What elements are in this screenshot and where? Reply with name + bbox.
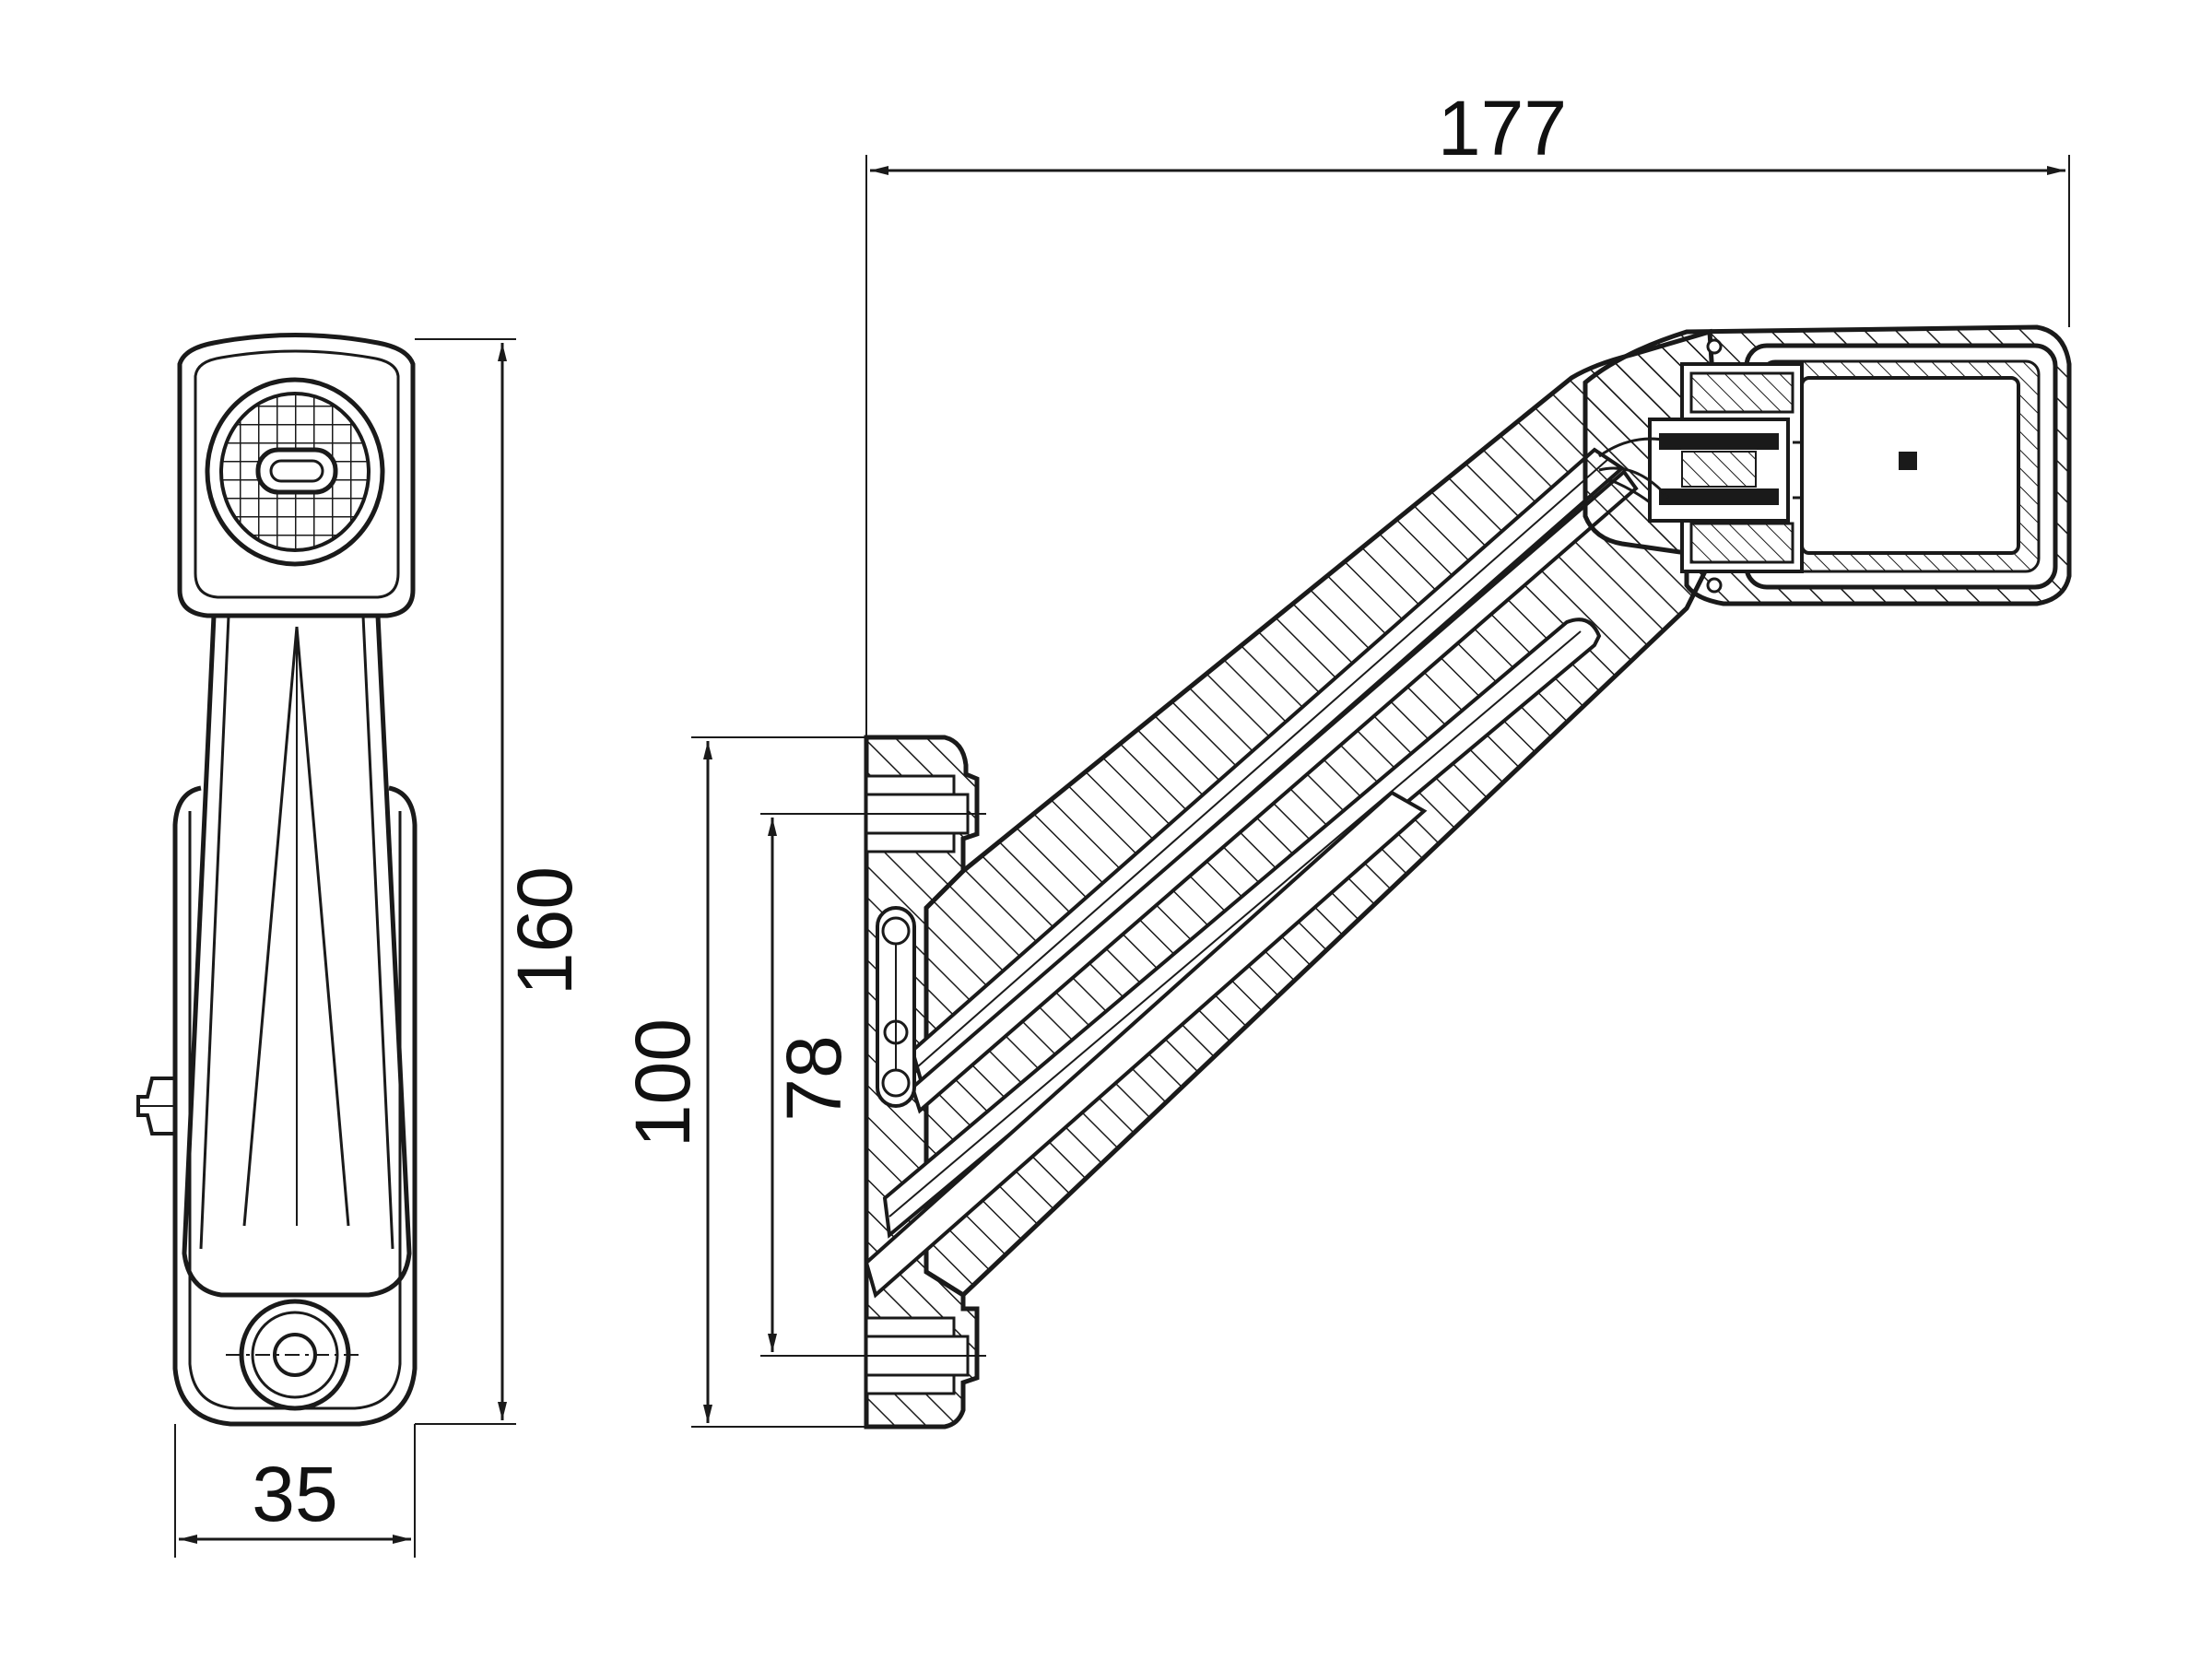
side-section-view: 177 100 78 bbox=[619, 85, 2072, 1430]
base-height-dimension: 100 bbox=[619, 1018, 706, 1147]
mounting-spacing-dimension: 78 bbox=[771, 1035, 857, 1121]
front-view: 160 35 bbox=[136, 333, 588, 1558]
width-dimension: 35 bbox=[252, 1451, 337, 1537]
height-dimension: 160 bbox=[501, 866, 588, 995]
overall-length-dimension: 177 bbox=[1438, 85, 1567, 171]
